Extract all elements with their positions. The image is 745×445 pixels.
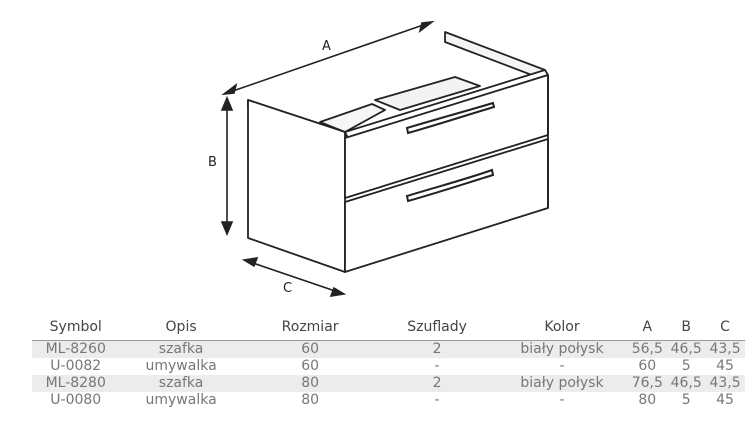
cell-b: 46,5 bbox=[667, 340, 706, 358]
cell-szuflady: 2 bbox=[377, 340, 497, 358]
cell-c: 45 bbox=[716, 392, 734, 408]
table-header-row: Symbol Opis Rozmiar Szuflady Kolor A B C bbox=[32, 314, 745, 341]
cell-kolor: biały połysk bbox=[496, 375, 628, 392]
cell-symbol: ML-8260 bbox=[32, 340, 120, 358]
header-c: C bbox=[705, 314, 745, 341]
header-szuflady: Szuflady bbox=[377, 314, 497, 341]
cell-b: 5 bbox=[681, 358, 691, 374]
cell-opis: umywalka bbox=[145, 358, 217, 374]
dimension-a-label: A bbox=[322, 39, 331, 54]
table-row: U-0082 umywalka 60 - - 60 5 45 bbox=[32, 358, 745, 375]
header-b: B bbox=[667, 314, 706, 341]
table-row: ML-8260 szafka 60 2 biały połysk 56,5 46… bbox=[32, 340, 745, 358]
cell-opis: szafka bbox=[119, 375, 243, 392]
cell-opis: umywalka bbox=[145, 392, 217, 408]
cell-symbol: U-0082 bbox=[50, 358, 102, 374]
header-kolor: Kolor bbox=[496, 314, 628, 341]
cell-opis: szafka bbox=[119, 340, 243, 358]
cell-c: 43,5 bbox=[705, 375, 745, 392]
spec-table: Symbol Opis Rozmiar Szuflady Kolor A B C… bbox=[32, 314, 745, 409]
cell-symbol: U-0080 bbox=[50, 392, 102, 408]
header-a: A bbox=[627, 314, 668, 341]
cell-rozmiar: 60 bbox=[242, 340, 378, 358]
cell-kolor: biały połysk bbox=[496, 340, 628, 358]
cell-rozmiar: 80 bbox=[301, 392, 320, 408]
cell-c: 43,5 bbox=[705, 340, 745, 358]
header-symbol: Symbol bbox=[32, 314, 120, 341]
dimension-b-label: B bbox=[208, 155, 217, 170]
cell-a: 56,5 bbox=[627, 340, 668, 358]
header-opis: Opis bbox=[119, 314, 243, 341]
cell-a: 80 bbox=[638, 392, 657, 408]
cell-symbol: ML-8280 bbox=[32, 375, 120, 392]
cell-szuflady: 2 bbox=[377, 375, 497, 392]
cell-rozmiar: 80 bbox=[242, 375, 378, 392]
cell-b: 5 bbox=[681, 392, 691, 408]
cell-kolor: - bbox=[559, 358, 565, 374]
cell-kolor: - bbox=[559, 392, 565, 408]
cell-c: 45 bbox=[716, 358, 734, 374]
table-row: U-0080 umywalka 80 - - 80 5 45 bbox=[32, 392, 745, 409]
cabinet-drawing: A B C bbox=[208, 20, 549, 297]
cell-a: 76,5 bbox=[627, 375, 668, 392]
table-row: ML-8280 szafka 80 2 biały połysk 76,5 46… bbox=[32, 375, 745, 392]
cell-szuflady: - bbox=[434, 392, 440, 408]
cell-rozmiar: 60 bbox=[301, 358, 320, 374]
header-rozmiar: Rozmiar bbox=[242, 314, 378, 341]
dimension-c-label: C bbox=[283, 281, 292, 296]
cell-b: 46,5 bbox=[667, 375, 706, 392]
cell-a: 60 bbox=[638, 358, 657, 374]
cell-szuflady: - bbox=[434, 358, 440, 374]
